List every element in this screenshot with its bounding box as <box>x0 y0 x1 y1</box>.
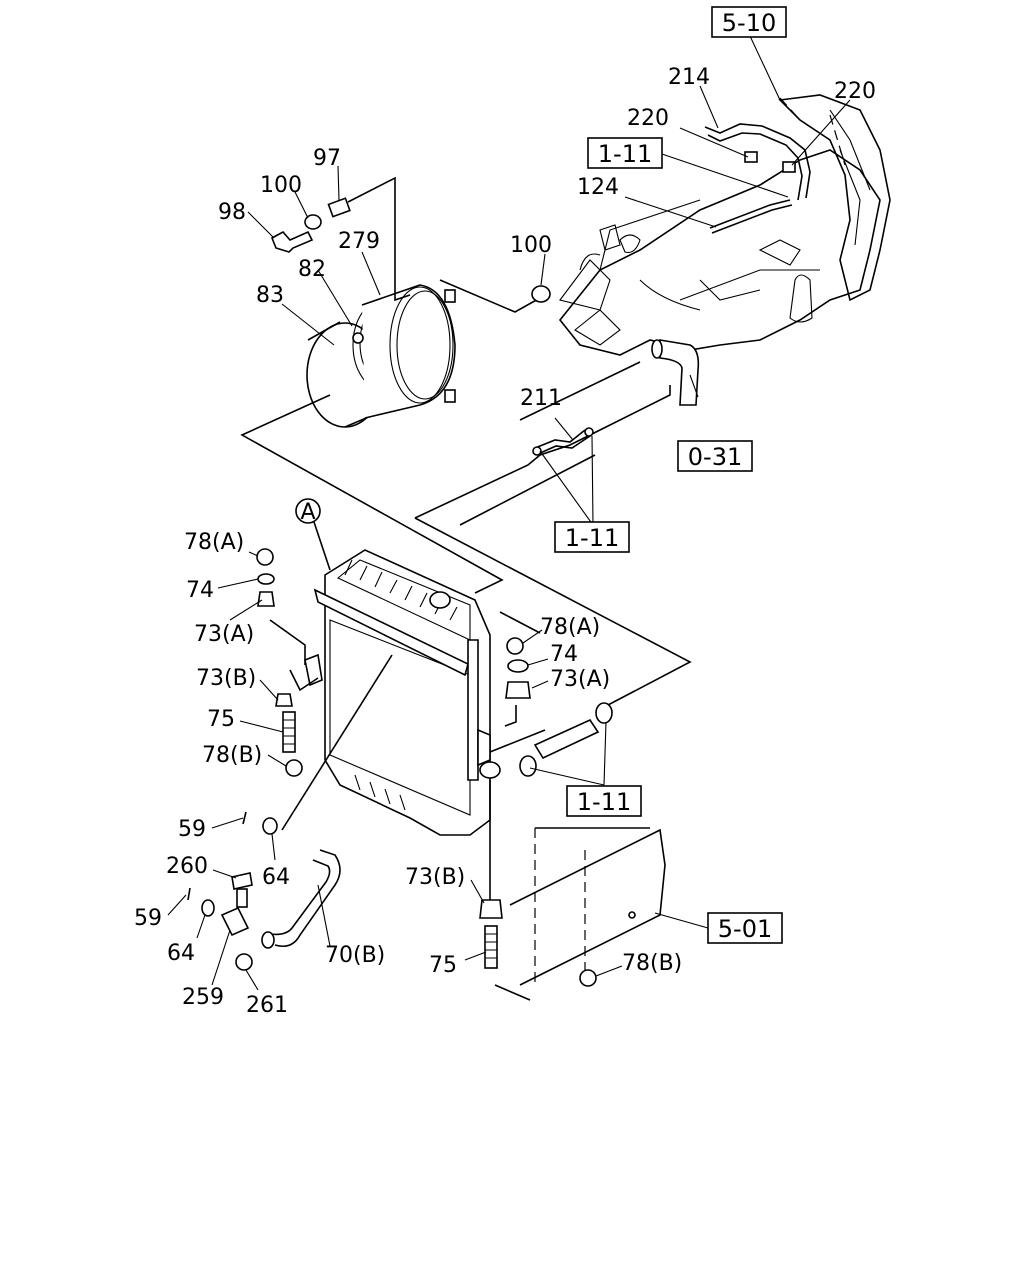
svg-text:5-10: 5-10 <box>722 9 776 37</box>
mount-right <box>479 637 597 987</box>
label-73a-right: 73(A) <box>550 667 610 692</box>
nut-78b-left <box>285 759 303 777</box>
label-74-left: 74 <box>186 578 214 603</box>
label-70b: 70(B) <box>325 943 385 968</box>
label-83: 83 <box>256 283 284 308</box>
ref-box-1-11-lower[interactable]: 1-11 <box>566 785 642 817</box>
label-74-right: 74 <box>550 642 578 667</box>
cushion-73b-right <box>479 899 503 919</box>
ref-box-0-31[interactable]: 0-31 <box>677 440 753 472</box>
leader-lines <box>167 35 851 991</box>
clip-259 <box>220 906 250 937</box>
callout-a: A <box>300 500 315 525</box>
label-64-bottom: 64 <box>167 941 195 966</box>
washer-100 <box>304 214 322 230</box>
pipe-211 <box>532 427 594 456</box>
label-124: 124 <box>577 175 619 200</box>
label-73a-left: 73(A) <box>194 622 254 647</box>
svg-text:1-11: 1-11 <box>577 788 631 816</box>
stud-75-left <box>282 711 296 753</box>
nut-78b-right <box>579 969 597 987</box>
label-214: 214 <box>668 65 710 90</box>
washer-64-top <box>262 817 278 835</box>
drain-hose-assembly <box>187 654 393 971</box>
cushion-73a-left <box>257 591 275 607</box>
label-220-right: 220 <box>834 79 876 104</box>
svg-text:1-11: 1-11 <box>565 524 619 552</box>
nut-78a-right <box>506 637 524 655</box>
fitting-220-left <box>744 151 758 163</box>
svg-text:0-31: 0-31 <box>688 443 742 471</box>
bolt-260-head <box>231 872 253 890</box>
bolt-260 <box>236 888 248 908</box>
label-78a-left: 78(A) <box>184 530 244 555</box>
cushion-73a-right <box>505 681 531 699</box>
label-97: 97 <box>313 146 341 171</box>
washer-64-bottom <box>201 899 215 917</box>
label-73b-left: 73(B) <box>196 666 256 691</box>
label-59-top: 59 <box>178 817 206 842</box>
label-82: 82 <box>298 257 326 282</box>
lower-hose <box>519 702 613 777</box>
svg-text:1-11: 1-11 <box>598 140 652 168</box>
ref-box-1-11-top[interactable]: 1-11 <box>587 137 663 169</box>
label-78a-right: 78(A) <box>540 615 600 640</box>
label-100-left: 100 <box>260 173 302 198</box>
bolt-98 <box>270 230 314 253</box>
svg-text:5-01: 5-01 <box>718 915 772 943</box>
label-260: 260 <box>166 854 208 879</box>
engine-assembly <box>558 94 891 406</box>
label-100-right: 100 <box>510 233 552 258</box>
part-labels: 214 220 220 124 97 100 98 279 82 83 100 … <box>134 65 876 1018</box>
label-75-left: 75 <box>207 707 235 732</box>
label-279: 279 <box>338 229 380 254</box>
mount-left <box>256 548 303 777</box>
cushion-73b-left <box>275 693 293 707</box>
reference-boxes: 5-10 1-11 0-31 1-11 1-11 5-01 <box>554 6 787 944</box>
nut-78a-left <box>256 548 274 566</box>
radiator: A <box>269 498 501 836</box>
label-75-right: 75 <box>429 953 457 978</box>
label-259: 259 <box>182 985 224 1010</box>
label-261: 261 <box>246 993 288 1018</box>
ref-box-5-10[interactable]: 5-10 <box>711 6 787 38</box>
nut-261 <box>235 953 253 971</box>
ref-box-5-01[interactable]: 5-01 <box>707 912 783 944</box>
label-59-bottom: 59 <box>134 906 162 931</box>
label-78b-left: 78(B) <box>202 743 262 768</box>
label-211: 211 <box>520 386 562 411</box>
frame-member <box>494 827 666 1001</box>
label-78b-right: 78(B) <box>622 951 682 976</box>
label-73b-right: 73(B) <box>405 865 465 890</box>
label-220-left: 220 <box>627 106 669 131</box>
label-98: 98 <box>218 200 246 225</box>
fitting-220-right <box>782 161 796 173</box>
ref-box-1-11-middle[interactable]: 1-11 <box>554 521 630 553</box>
spacer-97 <box>327 197 351 218</box>
washer-74-left <box>257 573 275 585</box>
washer-74-right <box>507 659 529 673</box>
washer-100-right <box>531 285 551 303</box>
fan-shroud-assembly <box>270 176 551 428</box>
stud-75-right <box>484 925 498 969</box>
label-64-top: 64 <box>262 865 290 890</box>
